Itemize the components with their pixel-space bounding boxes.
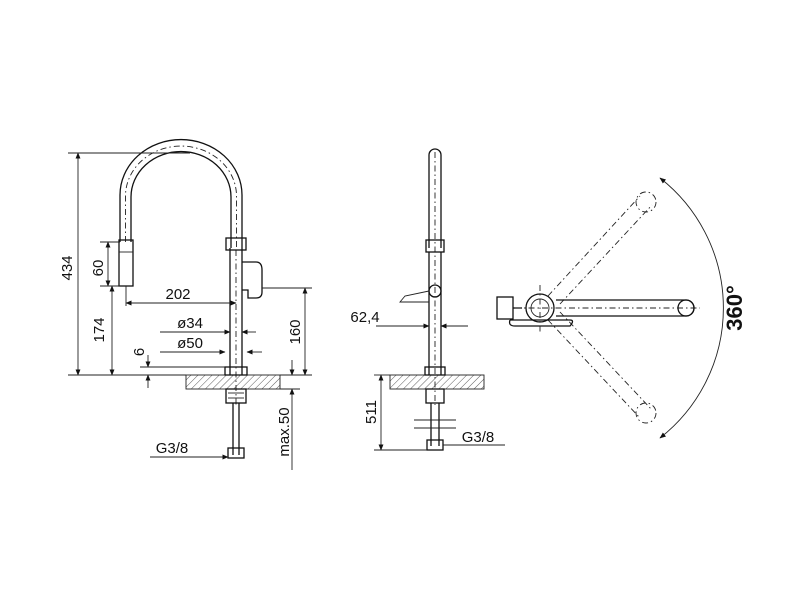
dim-lever-offset: 62,4 bbox=[350, 309, 379, 326]
top-ghost-spout-upper bbox=[547, 191, 657, 305]
dim-base-offset: 6 bbox=[131, 348, 148, 356]
side-view: 62,4 511 G3/8 bbox=[350, 148, 505, 451]
dim-thread-front: G3/8 bbox=[156, 440, 189, 457]
dim-dia-small: ø34 bbox=[177, 315, 203, 332]
dim-head-length: 60 bbox=[90, 260, 107, 277]
front-faucet-body bbox=[118, 138, 263, 459]
dim-max-counter: max.50 bbox=[276, 407, 293, 456]
dim-rotation: 360° bbox=[722, 285, 747, 331]
side-countertop bbox=[389, 374, 485, 390]
front-view: 434 60 202 174 ø34 ø50 6 160 bbox=[59, 138, 312, 470]
dim-hose-length: 511 bbox=[363, 400, 380, 424]
top-main-spout bbox=[496, 285, 700, 332]
rotation-arc bbox=[659, 177, 724, 439]
dim-lever-height: 160 bbox=[287, 319, 304, 344]
front-countertop bbox=[185, 374, 281, 390]
dim-lower-height: 174 bbox=[91, 317, 108, 342]
dim-reach: 202 bbox=[165, 286, 190, 303]
dim-dia-large: ø50 bbox=[177, 335, 203, 352]
top-view: 360° bbox=[496, 177, 747, 439]
top-ghost-spout-lower bbox=[547, 311, 657, 424]
dim-thread-side: G3/8 bbox=[462, 429, 495, 446]
side-faucet-body bbox=[399, 148, 456, 451]
dim-overall-height: 434 bbox=[59, 255, 76, 280]
